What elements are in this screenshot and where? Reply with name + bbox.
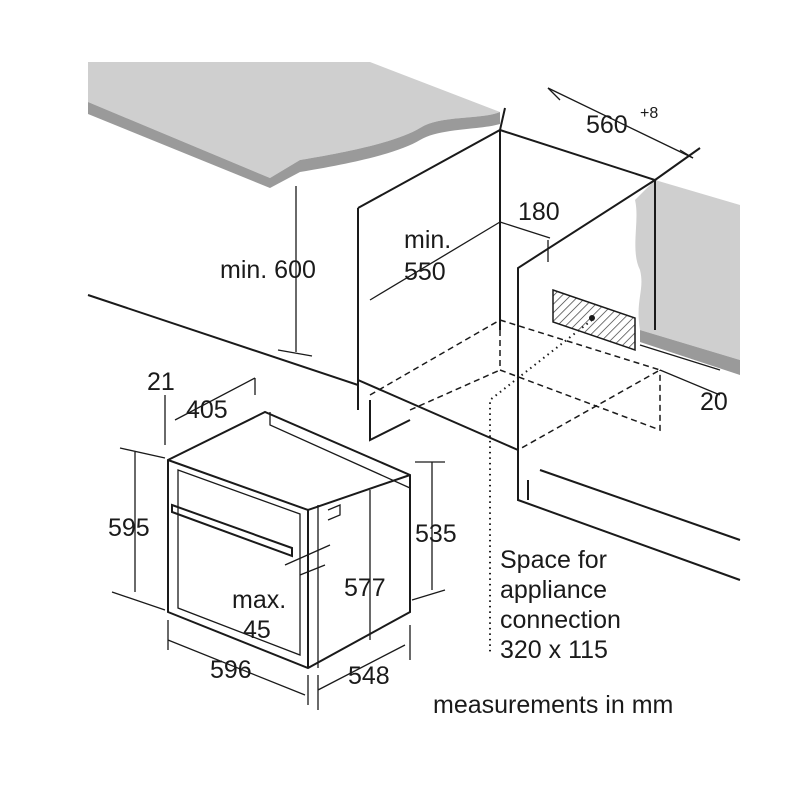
worktop-gap-label: 20 <box>700 388 728 416</box>
units-note: measurements in mm <box>433 691 673 719</box>
connection-note: Space for appliance connection 320 x 115 <box>500 546 621 664</box>
oven-width-label: 596 <box>210 656 252 684</box>
niche-depth-min: min. <box>404 226 451 254</box>
cabinet-niche <box>87 87 741 655</box>
oven-depth-label: 548 <box>348 662 390 690</box>
niche-height-label: min. 600 <box>220 256 316 284</box>
niche-depth-value: 550 <box>404 258 446 286</box>
niche-width-label: 560 <box>586 111 628 139</box>
connection-note-line1: Space for <box>500 546 607 574</box>
vent-depth-label: 180 <box>518 198 560 226</box>
handle-max-label: max. <box>232 586 286 614</box>
oven-inner-height-label: 577 <box>344 574 386 602</box>
connection-note-line4: 320 x 115 <box>500 636 608 664</box>
connection-note-line3: connection <box>500 606 621 634</box>
oven-dimension-lines <box>111 377 446 710</box>
oven <box>167 410 411 670</box>
left-worktop <box>88 62 500 188</box>
right-worktop <box>635 180 740 375</box>
front-offset-label: 21 <box>147 368 175 396</box>
oven-depth-top-label: 405 <box>186 396 228 424</box>
handle-max-value: 45 <box>243 616 271 644</box>
oven-rear-height-label: 535 <box>415 520 457 548</box>
niche-width-tolerance: +8 <box>640 105 658 122</box>
connection-note-line2: appliance <box>500 576 607 604</box>
oven-height-label: 595 <box>108 514 150 542</box>
